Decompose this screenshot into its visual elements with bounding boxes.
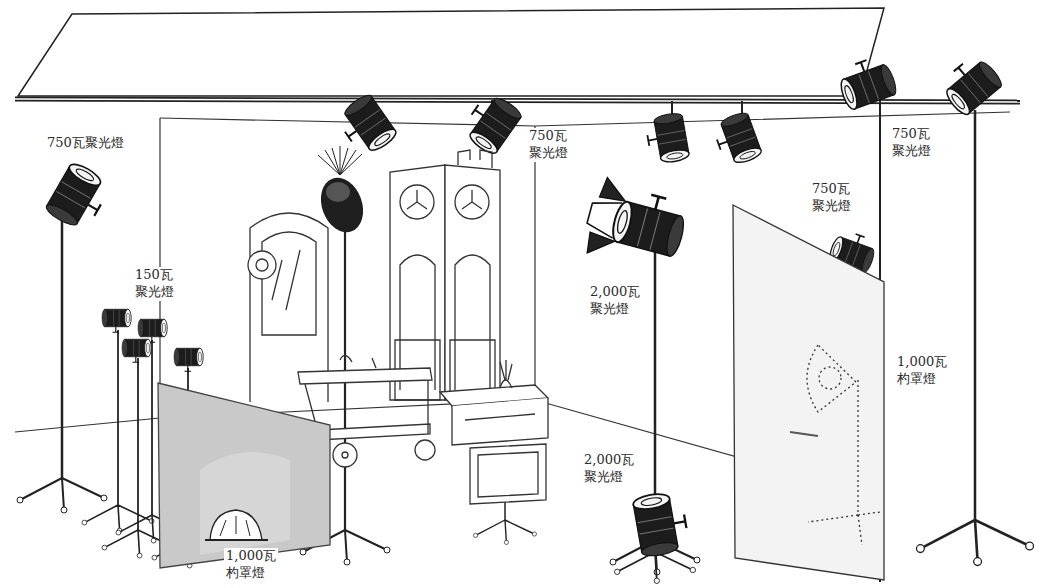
wattage-label: 2,000瓦 聚光燈	[588, 284, 642, 318]
label-holder: 750瓦聚光燈	[45, 135, 126, 152]
label-holder: 750瓦 聚光燈	[810, 181, 853, 215]
wattage-label: 750瓦聚光燈	[45, 135, 126, 152]
wattage-label: 750瓦 聚光燈	[810, 181, 853, 215]
label-holder: 1,000瓦 杓罩燈	[224, 548, 278, 582]
label-holder: 750瓦 聚光燈	[890, 126, 933, 160]
wattage-label: 150瓦 聚光燈	[133, 267, 176, 301]
wattage-label: 2,000瓦 聚光燈	[582, 452, 636, 486]
label-holder: 2,000瓦 聚光燈	[582, 452, 636, 486]
wattage-label: 750瓦 聚光燈	[890, 126, 933, 160]
label-holder: 750瓦 聚光燈	[527, 128, 570, 162]
wattage-label: 1,000瓦 杓罩燈	[224, 548, 278, 582]
label-holder: 1,000瓦 杓罩燈	[895, 354, 949, 388]
label-holder: 2,000瓦 聚光燈	[588, 284, 642, 318]
wattage-label: 750瓦 聚光燈	[527, 128, 570, 162]
label-holder: 150瓦 聚光燈	[133, 267, 176, 301]
wattage-label: 1,000瓦 杓罩燈	[895, 354, 949, 388]
